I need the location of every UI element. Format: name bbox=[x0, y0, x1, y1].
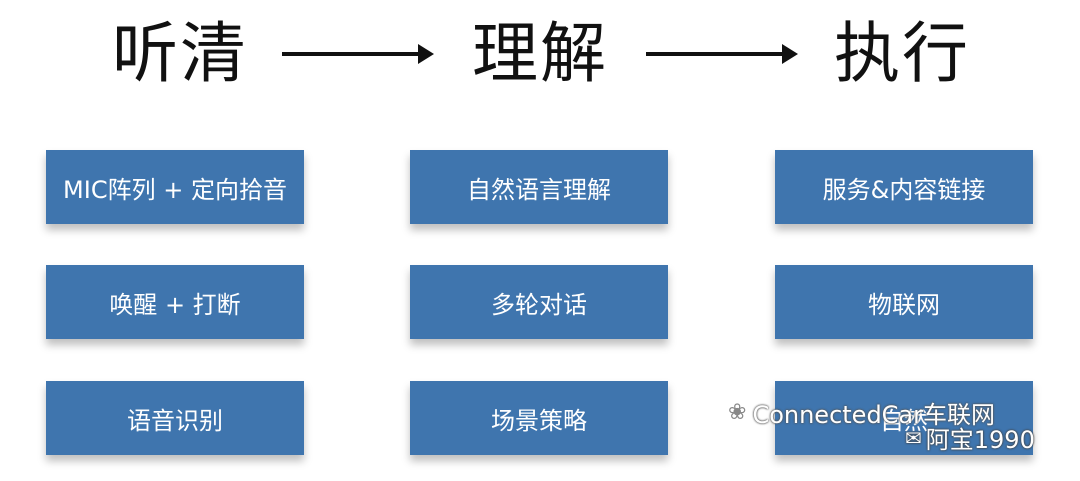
watermark-text-1: ConnectedCar车联网 bbox=[752, 400, 996, 429]
watermark-text-2: 阿宝1990 bbox=[925, 426, 1035, 454]
stage-title-understand: 理解 bbox=[472, 15, 608, 92]
wechat-icon: ✉ bbox=[905, 425, 922, 450]
box-mic-array: MIC阵列 + 定向拾音 bbox=[46, 150, 304, 224]
watermark-author: ✉ 阿宝1990 bbox=[905, 420, 1035, 455]
box-multi-turn: 多轮对话 bbox=[410, 265, 668, 339]
box-iot: 物联网 bbox=[775, 265, 1033, 339]
watermark-connectedcar: ❀ ConnectedCar车联网 bbox=[728, 392, 995, 432]
box-natural: 自然 bbox=[775, 381, 1033, 455]
wechat-icon: ❀ bbox=[728, 399, 747, 425]
stage-title-execute: 执行 bbox=[834, 15, 970, 92]
box-speech-recognition: 语音识别 bbox=[46, 381, 304, 455]
box-service-content: 服务&内容链接 bbox=[775, 150, 1033, 224]
box-wakeup-interrupt: 唤醒 + 打断 bbox=[46, 265, 304, 339]
stage-title-listen: 听清 bbox=[112, 15, 248, 92]
box-scene-strategy: 场景策略 bbox=[410, 381, 668, 455]
arrow-right-icon bbox=[282, 44, 434, 64]
box-nlu: 自然语言理解 bbox=[410, 150, 668, 224]
arrow-right-icon bbox=[646, 44, 798, 64]
